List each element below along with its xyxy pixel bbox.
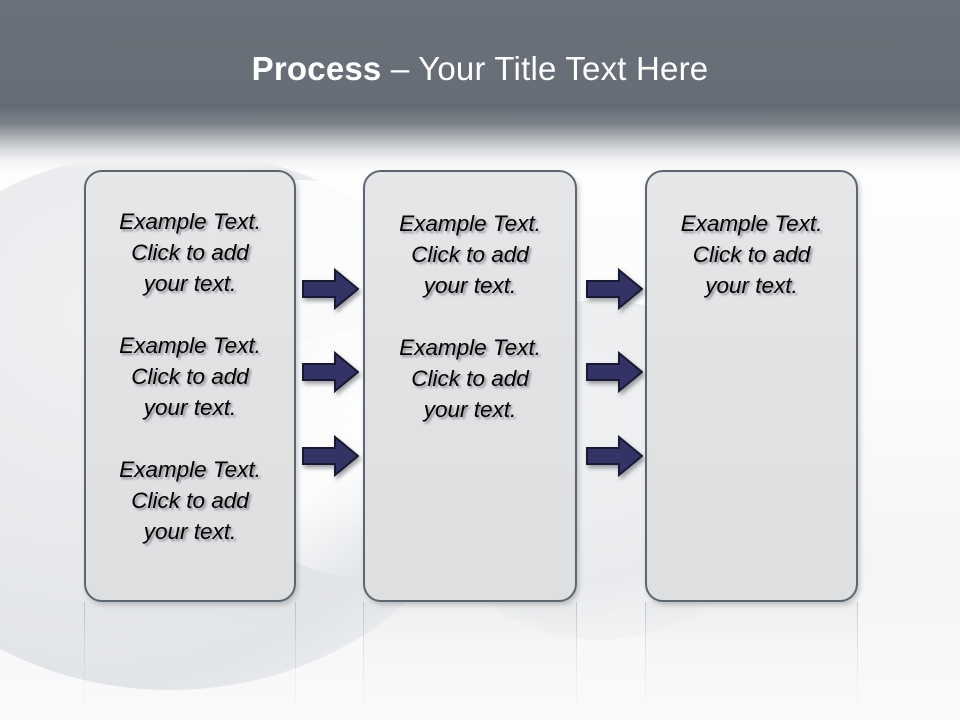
process-box-3[interactable]: Example Text. Click to add your text. [645, 170, 858, 602]
page-title-bold: Process [251, 50, 382, 87]
process-box-1-text-1[interactable]: Example Text. Click to add your text. [119, 209, 261, 296]
process-box-2-content: Example Text. Click to add your text. Ex… [365, 208, 575, 425]
process-box-3-content: Example Text. Click to add your text. [647, 208, 856, 301]
process-box-1-content: Example Text. Click to add your text. Ex… [86, 206, 294, 547]
page-title-rest: – Your Title Text Here [381, 50, 709, 87]
process-box-1[interactable]: Example Text. Click to add your text. Ex… [84, 170, 296, 602]
process-box-2-text-1[interactable]: Example Text. Click to add your text. [399, 211, 541, 298]
box-reflection-3 [645, 602, 858, 720]
box-reflection-1 [84, 602, 296, 720]
right-arrow-icon-1-1[interactable] [302, 268, 359, 310]
right-arrow-icon-2-3[interactable] [586, 435, 643, 477]
right-arrow-icon-1-2[interactable] [302, 351, 359, 393]
right-arrow-icon-2-2[interactable] [586, 351, 643, 393]
page-title: Process – Your Title Text Here [0, 50, 960, 88]
right-arrow-icon-1-3[interactable] [302, 435, 359, 477]
process-box-2[interactable]: Example Text. Click to add your text. Ex… [363, 170, 577, 602]
process-box-3-text-1[interactable]: Example Text. Click to add your text. [680, 211, 823, 298]
right-arrow-icon-2-1[interactable] [586, 268, 643, 310]
title-band [0, 0, 960, 172]
process-box-1-text-2[interactable]: Example Text. Click to add your text. [119, 333, 261, 420]
process-box-2-text-2[interactable]: Example Text. Click to add your text. [399, 335, 541, 422]
box-reflection-2 [363, 602, 577, 720]
process-box-1-text-3[interactable]: Example Text. Click to add your text. [119, 457, 261, 544]
